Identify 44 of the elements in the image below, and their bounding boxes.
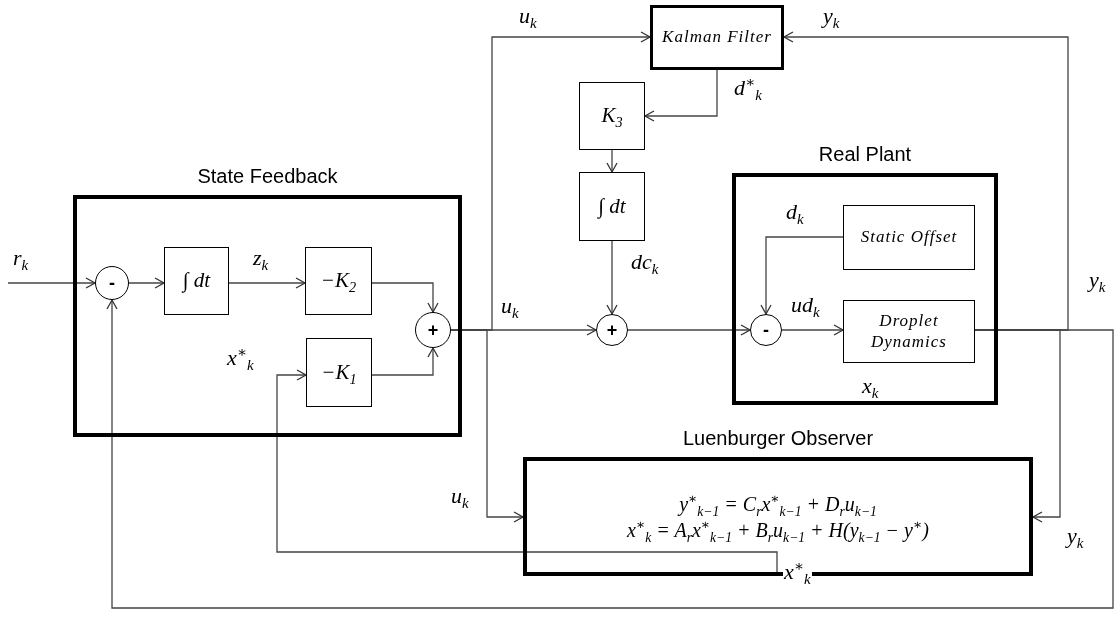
- equation: x$^{∗}$$_{k}$ = A$_{r}$x$^{∗}$$_{k−1}$ + B$_{r}$u$_{k−1}$ + H(y$_{k−1}$ − y$^{∗}$): [627, 516, 929, 543]
- signal-arrow: [7, 277, 96, 289]
- block-box: [305, 247, 372, 315]
- signal-arrow: [606, 240, 618, 315]
- group-heading: State Feedback: [196, 165, 339, 188]
- signal-arrow: [781, 324, 844, 336]
- summing-junction: [596, 314, 628, 346]
- block-label: −K$_{1}$: [320, 359, 358, 386]
- summing-junction: [95, 266, 129, 300]
- block-label: Static Offset: [859, 227, 959, 248]
- block-box: [579, 172, 645, 241]
- block-label: Kalman Filter: [661, 27, 773, 48]
- signal-arrow: [627, 324, 751, 336]
- block-box: [843, 205, 975, 270]
- block-box: [164, 247, 229, 315]
- operator-sign: +: [427, 321, 439, 339]
- operator-sign: -: [109, 274, 115, 292]
- signal-arrow: [106, 299, 1114, 609]
- operator-sign: +: [606, 321, 618, 339]
- signal-arrow: [228, 277, 306, 289]
- signal-arrow: [760, 236, 844, 315]
- equation: y$^{∗}$$_{k−1}$ = C$_{r}$x$^{∗}$$_{k−1}$ + D$_{r}$u$_{k−1}$: [679, 490, 877, 517]
- signal-arrow: [606, 149, 618, 173]
- group-heading: Luenburger Observer: [681, 427, 875, 450]
- block-label: Droplet Dynamics: [870, 311, 948, 352]
- signal-arrow: [644, 69, 718, 122]
- block-label: −K$_{2}$: [319, 268, 358, 294]
- block-box: [579, 82, 645, 150]
- filter-box: [650, 5, 784, 70]
- block-box: [843, 300, 975, 363]
- operator-sign: -: [763, 321, 769, 339]
- block-label: K$_{3}$: [600, 103, 624, 129]
- signal-arrow: [783, 31, 1069, 331]
- block-box: [306, 338, 372, 407]
- block-label: ∫ dt: [596, 193, 627, 220]
- signal-arrow: [371, 347, 439, 376]
- summing-junction: [750, 314, 782, 346]
- block-label: ∫ dt: [180, 268, 212, 294]
- signal-arrow: [371, 282, 439, 313]
- signal-arrow: [128, 277, 165, 289]
- summing-junction: [415, 312, 451, 348]
- state-variable: x$_{k}$: [862, 373, 879, 399]
- group-heading: Real Plant: [817, 143, 913, 166]
- signal-arrow: [450, 329, 524, 523]
